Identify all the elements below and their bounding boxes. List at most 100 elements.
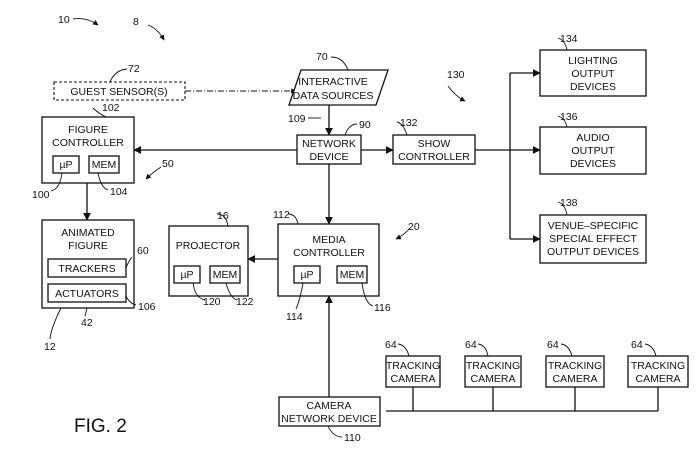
ref-20: 20 — [408, 221, 420, 233]
ref-114-leader — [295, 282, 304, 310]
interactive-data-sources-shape — [288, 69, 389, 106]
ref-110-leader — [327, 425, 343, 438]
ref-70-leader — [330, 56, 349, 71]
ref-134-leader — [557, 37, 568, 51]
tracking-camera-box-2 — [464, 355, 522, 388]
guest-sensor-label: GUEST SENSOR(S) — [70, 86, 167, 98]
ref-102: 102 — [102, 102, 120, 114]
ref-64b: 64 — [465, 339, 477, 351]
media-controller-label-2: CONTROLLER — [293, 247, 365, 259]
ref-10-arrow — [72, 18, 99, 26]
ref-116-leader — [361, 282, 374, 307]
ref-10: 10 — [58, 14, 70, 26]
ref-106-leader — [125, 295, 137, 306]
ref-12: 12 — [44, 341, 56, 353]
tracking-camera-1-label-1: TRACKING — [386, 360, 440, 372]
ref-72-leader — [109, 68, 128, 83]
ref-42: 42 — [81, 317, 93, 329]
ref-112-leader — [287, 213, 299, 225]
ref-138-leader — [557, 201, 568, 216]
venue-output-box — [539, 214, 647, 264]
network-device-label-2: DEVICE — [309, 151, 348, 163]
camera-network-label-1: CAMERA — [307, 400, 352, 412]
ref-64c: 64 — [547, 339, 559, 351]
network-device-box — [296, 134, 362, 165]
tracking-camera-3-label-1: TRACKING — [548, 360, 602, 372]
lighting-label-3: DEVICES — [570, 81, 616, 93]
audio-output-box — [539, 126, 647, 175]
lighting-output-box — [539, 49, 647, 97]
projector-box — [168, 225, 249, 297]
ref-134: 134 — [560, 33, 578, 45]
projector-mem-label: MEM — [213, 269, 238, 281]
media-controller-mem-label: MEM — [340, 269, 365, 281]
figure-controller-label-1: FIGURE — [68, 124, 108, 136]
ref-64c-leader — [560, 343, 573, 357]
projector-label: PROJECTOR — [176, 240, 241, 252]
figure-controller-mem-box — [88, 155, 120, 174]
figure-controller-label-2: CONTROLLER — [52, 137, 124, 149]
ref-122: 122 — [236, 296, 254, 308]
venue-label-2: SPECIAL EFFECT — [549, 233, 637, 245]
guest-sensor-box — [53, 81, 186, 101]
ref-122-leader — [225, 282, 238, 301]
ref-70: 70 — [316, 51, 328, 63]
figure-controller-up-box — [52, 155, 80, 174]
projector-up-label: µP — [180, 269, 193, 281]
ref-12-leader — [49, 307, 62, 340]
trackers-label: TRACKERS — [58, 263, 115, 275]
tracking-camera-box-1 — [385, 355, 441, 388]
show-controller-label-1: SHOW — [418, 138, 451, 150]
lighting-label-2: OUTPUT — [571, 68, 615, 80]
show-controller-box — [392, 134, 476, 165]
figure-label: FIG. 2 — [74, 416, 127, 437]
tracking-camera-3-label-2: CAMERA — [553, 373, 598, 385]
ref-100-leader — [50, 172, 63, 192]
audio-label-1: AUDIO — [576, 132, 609, 144]
projector-mem-box — [209, 265, 241, 284]
media-controller-label-1: MEDIA — [312, 234, 345, 246]
tracking-camera-1-label-2: CAMERA — [391, 373, 436, 385]
media-controller-up-label: µP — [300, 269, 313, 281]
media-controller-mem-box — [336, 265, 368, 284]
ref-60-leader — [125, 256, 133, 269]
ref-20-arrow — [395, 227, 411, 240]
ref-102-leader — [92, 107, 107, 118]
ref-130-arrow — [447, 85, 466, 102]
ref-114: 114 — [286, 311, 303, 323]
tracking-camera-box-3 — [545, 355, 605, 388]
ref-64b-leader — [477, 343, 489, 357]
ref-64d: 64 — [631, 339, 643, 351]
tracking-camera-4-label-2: CAMERA — [636, 373, 681, 385]
ref-132: 132 — [400, 117, 418, 129]
audio-label-2: OUTPUT — [571, 145, 615, 157]
ref-120-leader — [192, 282, 206, 301]
ref-90-leader — [344, 123, 358, 136]
ref-8: 8 — [133, 16, 139, 28]
ref-112: 112 — [273, 209, 290, 221]
media-controller-up-box — [293, 265, 321, 284]
network-device-label-1: NETWORK — [302, 138, 356, 150]
ref-116: 116 — [374, 302, 391, 314]
ref-16: 16 — [217, 210, 229, 222]
animated-figure-label-2: FIGURE — [68, 240, 108, 252]
projector-up-box — [173, 265, 201, 284]
ref-110: 110 — [344, 432, 361, 444]
ref-130: 130 — [447, 69, 465, 81]
ref-64d-leader — [644, 343, 657, 357]
ref-60: 60 — [137, 245, 149, 257]
ref-136-leader — [557, 115, 568, 128]
actuators-box — [47, 283, 127, 303]
venue-label-1: VENUE–SPECIFIC — [548, 220, 639, 232]
tracking-camera-2-label-2: CAMERA — [471, 373, 516, 385]
audio-label-3: DEVICES — [570, 158, 616, 170]
ref-72: 72 — [128, 63, 140, 75]
ref-100: 100 — [32, 189, 50, 201]
ref-106: 106 — [138, 301, 156, 313]
lighting-label-1: LIGHTING — [568, 55, 618, 67]
ref-132-leader — [396, 121, 408, 136]
venue-label-3: OUTPUT DEVICES — [547, 246, 639, 258]
figure-controller-up-label: µP — [59, 159, 72, 171]
figure-controller-mem-label: MEM — [92, 159, 117, 171]
